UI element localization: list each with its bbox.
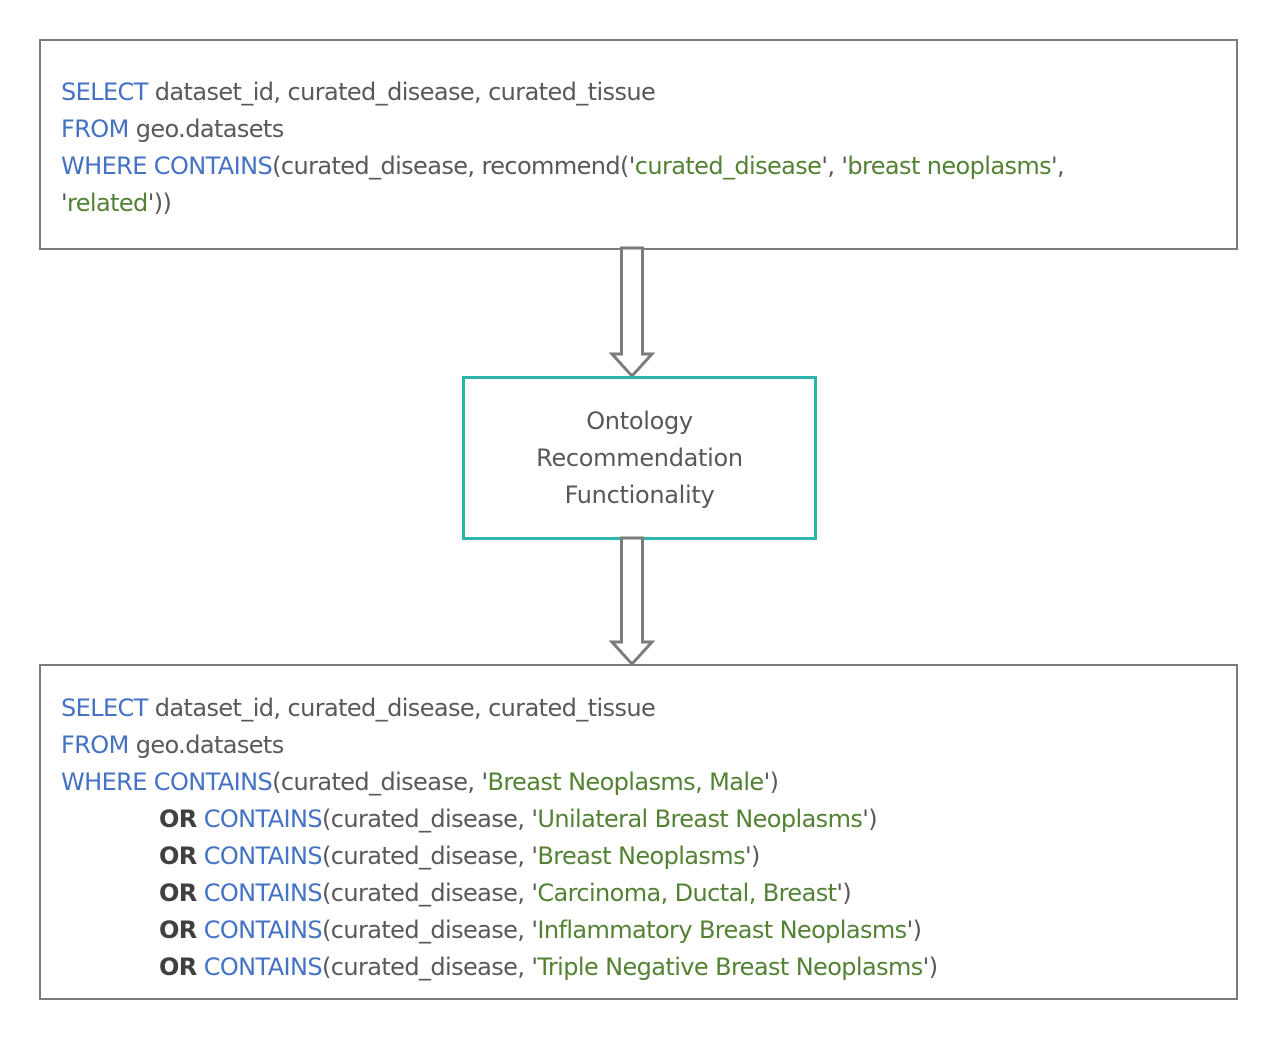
keyword: CONTAINS — [203, 916, 323, 944]
code-text: ', — [1051, 152, 1065, 180]
or-operator: OR — [159, 805, 197, 833]
or-operator: OR — [159, 879, 197, 907]
query-line-continuation: 'related')) — [61, 185, 1236, 222]
code-text: ') — [763, 768, 779, 796]
code-text: dataset_id, curated_disease, curated_tis… — [147, 78, 656, 106]
or-operator: OR — [159, 842, 197, 870]
code-text: (curated_disease, ' — [322, 805, 538, 833]
query-line-select: SELECT dataset_id, curated_disease, cura… — [61, 74, 1236, 111]
code-text: ') — [922, 953, 938, 981]
code-text: (curated_disease, recommend(' — [272, 152, 635, 180]
keyword: SELECT — [61, 78, 148, 106]
query-line-or: OR CONTAINS(curated_disease, 'Carcinoma,… — [61, 875, 1236, 912]
center-box-line: Functionality — [564, 480, 715, 509]
keyword: FROM — [61, 731, 129, 759]
code-text: geo.datasets — [128, 115, 285, 143]
or-operator: OR — [159, 953, 197, 981]
code-text: (curated_disease, ' — [322, 916, 538, 944]
string-literal: Carcinoma, Ductal, Breast — [537, 879, 837, 907]
center-box-line: Recommendation — [536, 443, 743, 472]
string-literal: Inflammatory Breast Neoplasms — [537, 916, 907, 944]
down-arrow-bottom — [608, 536, 656, 667]
query-line-or: OR CONTAINS(curated_disease, 'Breast Neo… — [61, 838, 1236, 875]
query-line-or: OR CONTAINS(curated_disease, 'Inflammato… — [61, 912, 1236, 949]
keyword: CONTAINS — [203, 879, 323, 907]
string-literal: related — [67, 189, 148, 217]
code-text: ', ' — [821, 152, 848, 180]
string-literal: breast neoplasms — [847, 152, 1052, 180]
string-literal: Breast Neoplasms, Male — [487, 768, 764, 796]
keyword: WHERE CONTAINS — [61, 768, 273, 796]
keyword: CONTAINS — [203, 805, 323, 833]
string-literal: curated_disease — [634, 152, 822, 180]
query-line-select: SELECT dataset_id, curated_disease, cura… — [61, 690, 1236, 727]
query-line-where: WHERE CONTAINS(curated_disease, 'Breast … — [61, 764, 1236, 801]
keyword: SELECT — [61, 694, 148, 722]
code-text: ' — [61, 189, 68, 217]
query-line-where: WHERE CONTAINS(curated_disease, recommen… — [61, 148, 1236, 185]
query-line-or: OR CONTAINS(curated_disease, 'Unilateral… — [61, 801, 1236, 838]
string-literal: Triple Negative Breast Neoplasms — [537, 953, 923, 981]
down-arrow-top — [608, 246, 656, 379]
center-box-line: Ontology — [586, 406, 693, 435]
keyword: CONTAINS — [203, 842, 323, 870]
code-text: (curated_disease, ' — [322, 842, 538, 870]
string-literal: Unilateral Breast Neoplasms — [537, 805, 863, 833]
output-query-box: SELECT dataset_id, curated_disease, cura… — [39, 664, 1238, 1000]
code-text: geo.datasets — [128, 731, 285, 759]
code-text: ') — [745, 842, 760, 870]
query-line-from: FROM geo.datasets — [61, 111, 1236, 148]
keyword: CONTAINS — [203, 953, 323, 981]
code-text: ') — [862, 805, 878, 833]
query-line-from: FROM geo.datasets — [61, 727, 1236, 764]
code-text: ') — [906, 916, 922, 944]
code-text: (curated_disease, ' — [272, 768, 488, 796]
code-text: (curated_disease, ' — [322, 879, 538, 907]
code-text: ')) — [147, 189, 172, 217]
keyword: WHERE CONTAINS — [61, 152, 273, 180]
code-text: (curated_disease, ' — [322, 953, 538, 981]
or-operator: OR — [159, 916, 197, 944]
string-literal: Breast Neoplasms — [537, 842, 745, 870]
code-text: dataset_id, curated_disease, curated_tis… — [147, 694, 656, 722]
ontology-recommendation-box: Ontology Recommendation Functionality — [462, 376, 817, 540]
query-line-or: OR CONTAINS(curated_disease, 'Triple Neg… — [61, 949, 1236, 986]
code-text: ') — [836, 879, 852, 907]
input-query-box: SELECT dataset_id, curated_disease, cura… — [39, 39, 1238, 250]
keyword: FROM — [61, 115, 129, 143]
